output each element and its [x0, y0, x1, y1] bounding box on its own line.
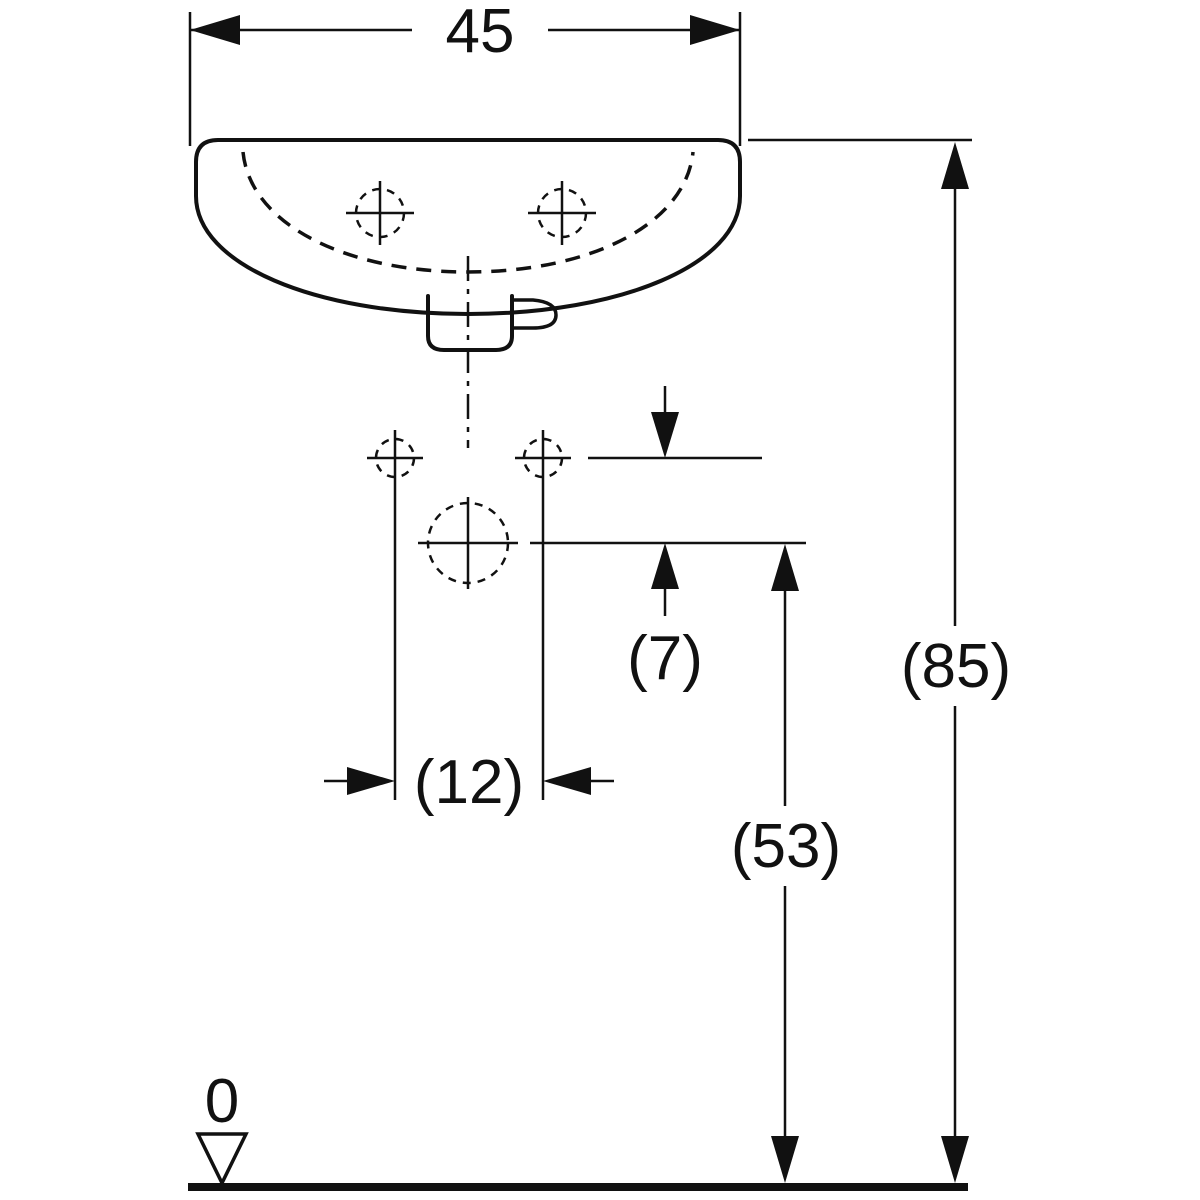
- datum-label: 0: [205, 1067, 239, 1136]
- arrow-down-icon: [651, 412, 679, 458]
- tap-hole-right: [528, 181, 596, 245]
- arrow-down-icon: [771, 1136, 799, 1183]
- arrow-up-icon: [651, 543, 679, 589]
- arrow-up-icon: [941, 142, 969, 189]
- dim-outlet-height: (53): [731, 544, 841, 1183]
- dim-overall-width: 45: [188, 0, 742, 146]
- fixing-hole-right: [515, 430, 571, 800]
- fixing-holes-group: [367, 430, 571, 800]
- dim-label-tap-hole-drop: (7): [627, 624, 703, 693]
- dim-label-rim-height: (85): [901, 632, 1011, 701]
- drain-trap-outlet: [512, 298, 558, 330]
- washbasin-outline: [194, 138, 742, 317]
- datum-triangle-icon: [195, 1132, 249, 1187]
- dim-label-overall-width: 45: [446, 0, 515, 66]
- drawing-root: 45: [188, 0, 1011, 1191]
- dim-tap-hole-drop: (7): [530, 386, 806, 693]
- washbasin-group: [194, 138, 742, 448]
- dim-label-fixing-hole-spacing: (12): [414, 748, 524, 817]
- drain-trap: [426, 294, 514, 352]
- arrow-right-icon: [690, 15, 740, 45]
- dim-label-outlet-height: (53): [731, 812, 841, 881]
- arrow-left-icon: [190, 15, 240, 45]
- arrow-left-icon: [543, 767, 591, 795]
- fixing-hole-left: [367, 430, 423, 800]
- arrow-down-icon: [941, 1136, 969, 1183]
- floor-datum-group: 0: [188, 1067, 968, 1191]
- arrow-up-icon: [771, 544, 799, 591]
- outlet-hole: [418, 497, 518, 589]
- dim-rim-height: (85): [748, 138, 1011, 1183]
- arrow-right-icon: [347, 767, 395, 795]
- tap-hole-left: [346, 181, 414, 245]
- dim-fixing-hole-spacing: (12): [324, 748, 614, 817]
